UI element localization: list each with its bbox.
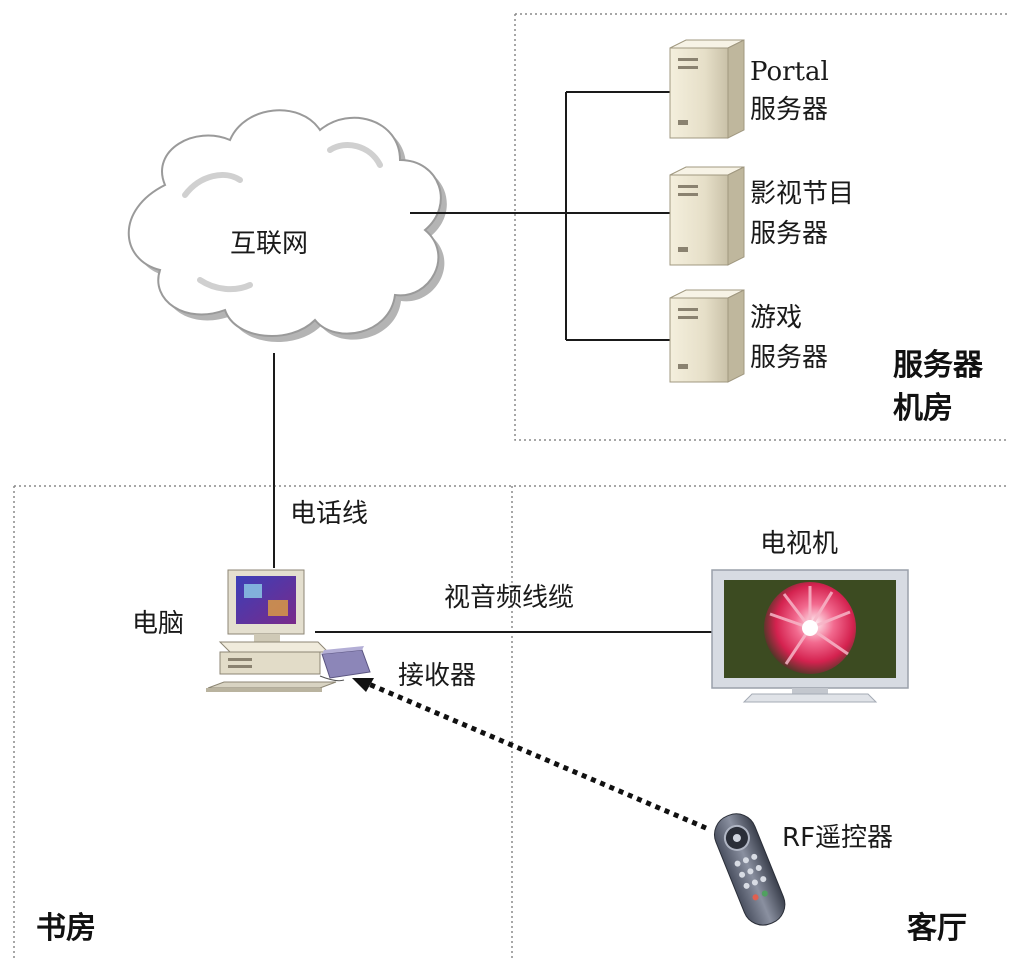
game-server [669, 289, 745, 383]
server-room-label-line1: 服务器 [893, 348, 984, 383]
receiver [321, 646, 371, 679]
connection-lines [273, 91, 712, 633]
computer-label: 电脑 [132, 609, 184, 639]
internet-label: 互联网 [230, 229, 308, 259]
video-server-label-line2: 服务器 [750, 219, 828, 249]
home-zone [13, 485, 1009, 958]
av-cable-label: 视音频线缆 [444, 583, 574, 613]
server-room-label-line2: 机房 [893, 391, 953, 426]
rf-remote [714, 813, 786, 926]
television [711, 569, 909, 703]
living-room-label: 客厅 [907, 911, 967, 946]
video-server [669, 166, 745, 266]
rf-signal-path [352, 678, 707, 831]
server-room-zone [514, 13, 1009, 441]
remote-label: RF遥控器 [782, 823, 893, 853]
computer [206, 569, 345, 692]
game-server-label-line1: 游戏 [750, 303, 802, 333]
portal-server-label-line2: 服务器 [750, 95, 828, 125]
study-room-label: 书房 [36, 911, 96, 946]
receiver-label: 接收器 [398, 661, 476, 691]
internet-cloud: 互联网 [127, 109, 447, 343]
phone-line-label: 电话线 [290, 499, 368, 529]
portal-server-label-line1: Portal [750, 57, 829, 87]
portal-server [669, 39, 745, 139]
game-server-label-line2: 服务器 [750, 343, 828, 373]
tv-label: 电视机 [760, 529, 838, 559]
video-server-label-line1: 影视节目 [750, 179, 854, 209]
